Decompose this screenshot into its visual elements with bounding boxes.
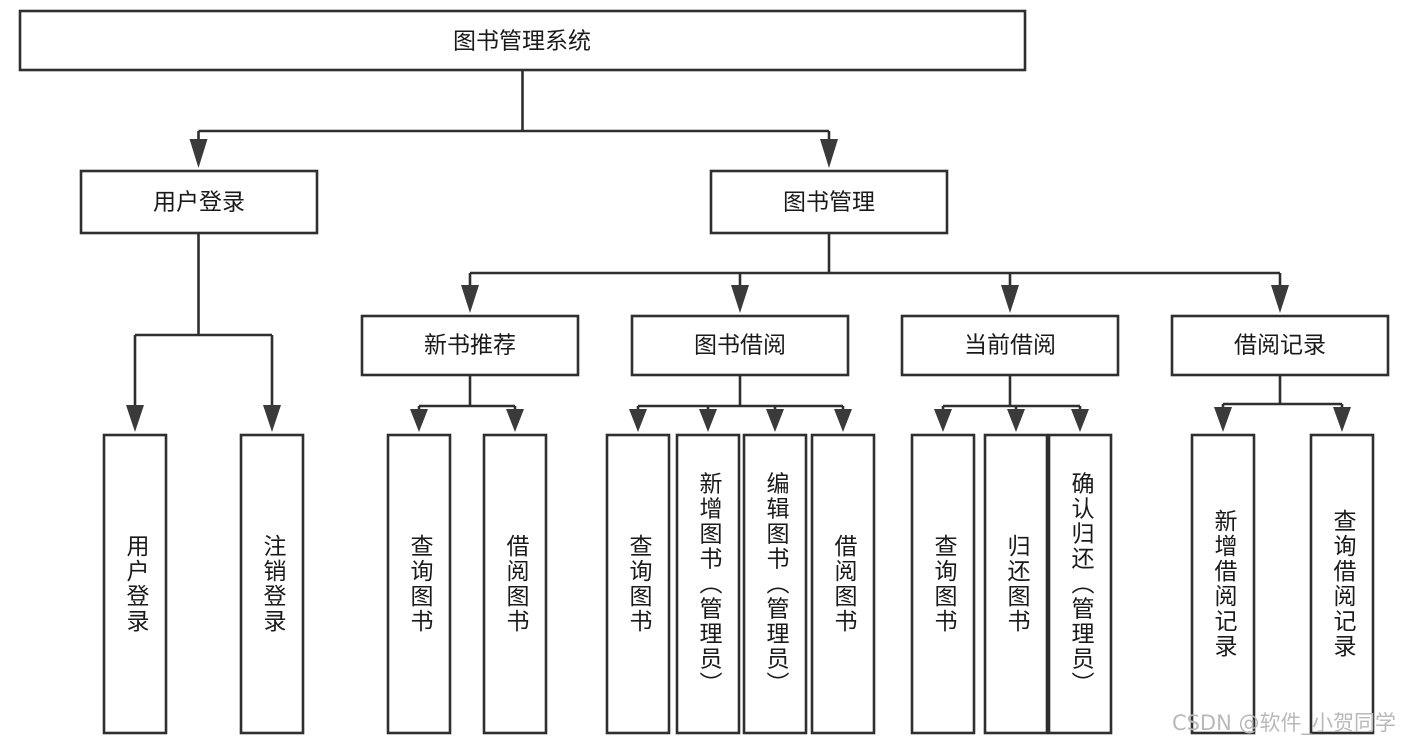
arrow-head-current-borrow — [1001, 285, 1019, 313]
arrow-head-new-book-recommend — [461, 285, 479, 313]
connector-group-borrow-record — [1214, 375, 1351, 432]
node-book-borrow[interactable]: 图书借阅 — [630, 314, 850, 377]
node-new-book-recommend[interactable]: 新书推荐 — [360, 314, 580, 377]
arrow-head-user-login — [189, 139, 208, 168]
node-leaf-user-login-label: 用户登录 — [122, 534, 150, 634]
connector-group-current-borrow — [934, 375, 1089, 432]
node-leaf-query-record[interactable]: 查询借阅记录 — [1309, 433, 1375, 735]
node-leaf-query-record-label: 查询借阅记录 — [1329, 509, 1357, 659]
node-leaf-add-book[interactable]: 新增图书（管理员） — [675, 433, 741, 735]
node-leaf-borrow-book-2-label: 借阅图书 — [830, 534, 858, 634]
node-leaf-edit-book-label: 编辑图书（管理员） — [762, 472, 790, 697]
node-leaf-query-book-2-label: 查询图书 — [625, 534, 653, 634]
node-leaf-logout[interactable]: 注销登录 — [239, 433, 305, 735]
node-leaf-query-record-box[interactable] — [1309, 433, 1375, 735]
node-leaf-add-book-label: 新增图书（管理员） — [695, 472, 723, 697]
node-current-borrow-label: 当前借阅 — [964, 333, 1056, 359]
node-leaf-query-book-3-box[interactable] — [910, 433, 976, 735]
node-leaf-query-book-3[interactable]: 查询图书 — [910, 433, 976, 735]
node-book-borrow-label: 图书借阅 — [694, 333, 786, 359]
node-root[interactable]: 图书管理系统 — [18, 9, 1027, 72]
arrow-head-book-borrow — [731, 285, 749, 313]
node-user-login-label: 用户登录 — [153, 190, 245, 216]
node-leaf-query-book-3-label: 查询图书 — [930, 534, 958, 634]
node-leaf-borrow-book-2-box[interactable] — [810, 433, 876, 735]
node-leaf-query-book-2-box[interactable] — [605, 433, 671, 735]
arrow-head-leaf-return-book — [1007, 409, 1025, 432]
node-leaf-borrow-book-2[interactable]: 借阅图书 — [810, 433, 876, 735]
arrow-head-leaf-confirm-return — [1071, 409, 1089, 432]
node-leaf-return-book[interactable]: 归还图书 — [983, 433, 1049, 735]
node-root-box[interactable] — [18, 9, 1027, 72]
node-leaf-logout-box[interactable] — [239, 433, 305, 735]
node-leaf-user-login[interactable]: 用户登录 — [102, 433, 168, 735]
node-book-manage-box[interactable] — [709, 169, 949, 235]
arrow-head-leaf-query-book-3 — [934, 409, 952, 432]
arrow-head-leaf-query-book-1 — [410, 409, 428, 432]
node-root-label: 图书管理系统 — [453, 29, 591, 55]
node-new-book-recommend-box[interactable] — [360, 314, 580, 377]
arrow-head-leaf-logout — [263, 405, 281, 432]
node-borrow-record-label: 借阅记录 — [1234, 333, 1326, 359]
connector-group-root — [189, 70, 838, 168]
node-leaf-user-login-box[interactable] — [102, 433, 168, 735]
arrow-head-leaf-query-book-2 — [629, 409, 647, 432]
connector-group-book-manage — [461, 233, 1289, 313]
node-current-borrow[interactable]: 当前借阅 — [900, 314, 1120, 377]
node-new-book-recommend-label: 新书推荐 — [424, 333, 516, 359]
node-leaf-logout-label: 注销登录 — [259, 534, 287, 634]
node-leaf-query-book-2[interactable]: 查询图书 — [605, 433, 671, 735]
node-user-login[interactable]: 用户登录 — [79, 169, 319, 235]
connector-group-new-book-recommend — [410, 375, 524, 432]
node-borrow-record[interactable]: 借阅记录 — [1170, 314, 1390, 377]
node-leaf-query-book-1-box[interactable] — [386, 433, 452, 735]
node-book-manage-label: 图书管理 — [783, 190, 875, 216]
node-leaf-confirm-return-label: 确认归还（管理员） — [1067, 472, 1095, 697]
node-leaf-add-record[interactable]: 新增借阅记录 — [1190, 433, 1256, 735]
node-book-borrow-box[interactable] — [630, 314, 850, 377]
node-leaf-query-book-1[interactable]: 查询图书 — [386, 433, 452, 735]
node-leaf-confirm-return[interactable]: 确认归还（管理员） — [1047, 433, 1113, 735]
arrow-head-leaf-borrow-book-2 — [834, 409, 852, 432]
node-leaf-confirm-return-box[interactable] — [1047, 433, 1113, 735]
node-leaf-return-book-box[interactable] — [983, 433, 1049, 735]
node-leaf-borrow-book-1[interactable]: 借阅图书 — [482, 433, 548, 735]
arrow-head-leaf-user-login — [126, 405, 144, 432]
connector-group-user-login — [126, 233, 281, 432]
node-leaf-add-book-box[interactable] — [675, 433, 741, 735]
arrow-head-book-manage — [820, 139, 838, 168]
csdn-watermark: CSDN @软件_小贺同学 — [1172, 711, 1396, 736]
node-leaf-edit-book-box[interactable] — [742, 433, 808, 735]
node-leaf-edit-book[interactable]: 编辑图书（管理员） — [742, 433, 808, 735]
node-book-manage[interactable]: 图书管理 — [709, 169, 949, 235]
arrow-head-borrow-record — [1271, 285, 1289, 313]
node-leaf-query-book-1-label: 查询图书 — [406, 534, 434, 634]
arrow-head-leaf-query-record — [1333, 407, 1351, 432]
node-user-login-box[interactable] — [79, 169, 319, 235]
node-leaf-add-record-box[interactable] — [1190, 433, 1256, 735]
node-leaf-borrow-book-1-box[interactable] — [482, 433, 548, 735]
arrow-head-leaf-add-record — [1214, 407, 1232, 432]
node-borrow-record-box[interactable] — [1170, 314, 1390, 377]
node-leaf-add-record-label: 新增借阅记录 — [1210, 509, 1238, 659]
connector-group-book-borrow — [629, 375, 852, 432]
node-leaf-borrow-book-1-label: 借阅图书 — [502, 534, 530, 634]
arrow-head-leaf-borrow-book-1 — [506, 409, 524, 432]
arrow-head-leaf-edit-book — [766, 409, 784, 432]
node-current-borrow-box[interactable] — [900, 314, 1120, 377]
arrow-head-leaf-add-book — [699, 409, 717, 432]
node-leaf-return-book-label: 归还图书 — [1003, 534, 1031, 634]
